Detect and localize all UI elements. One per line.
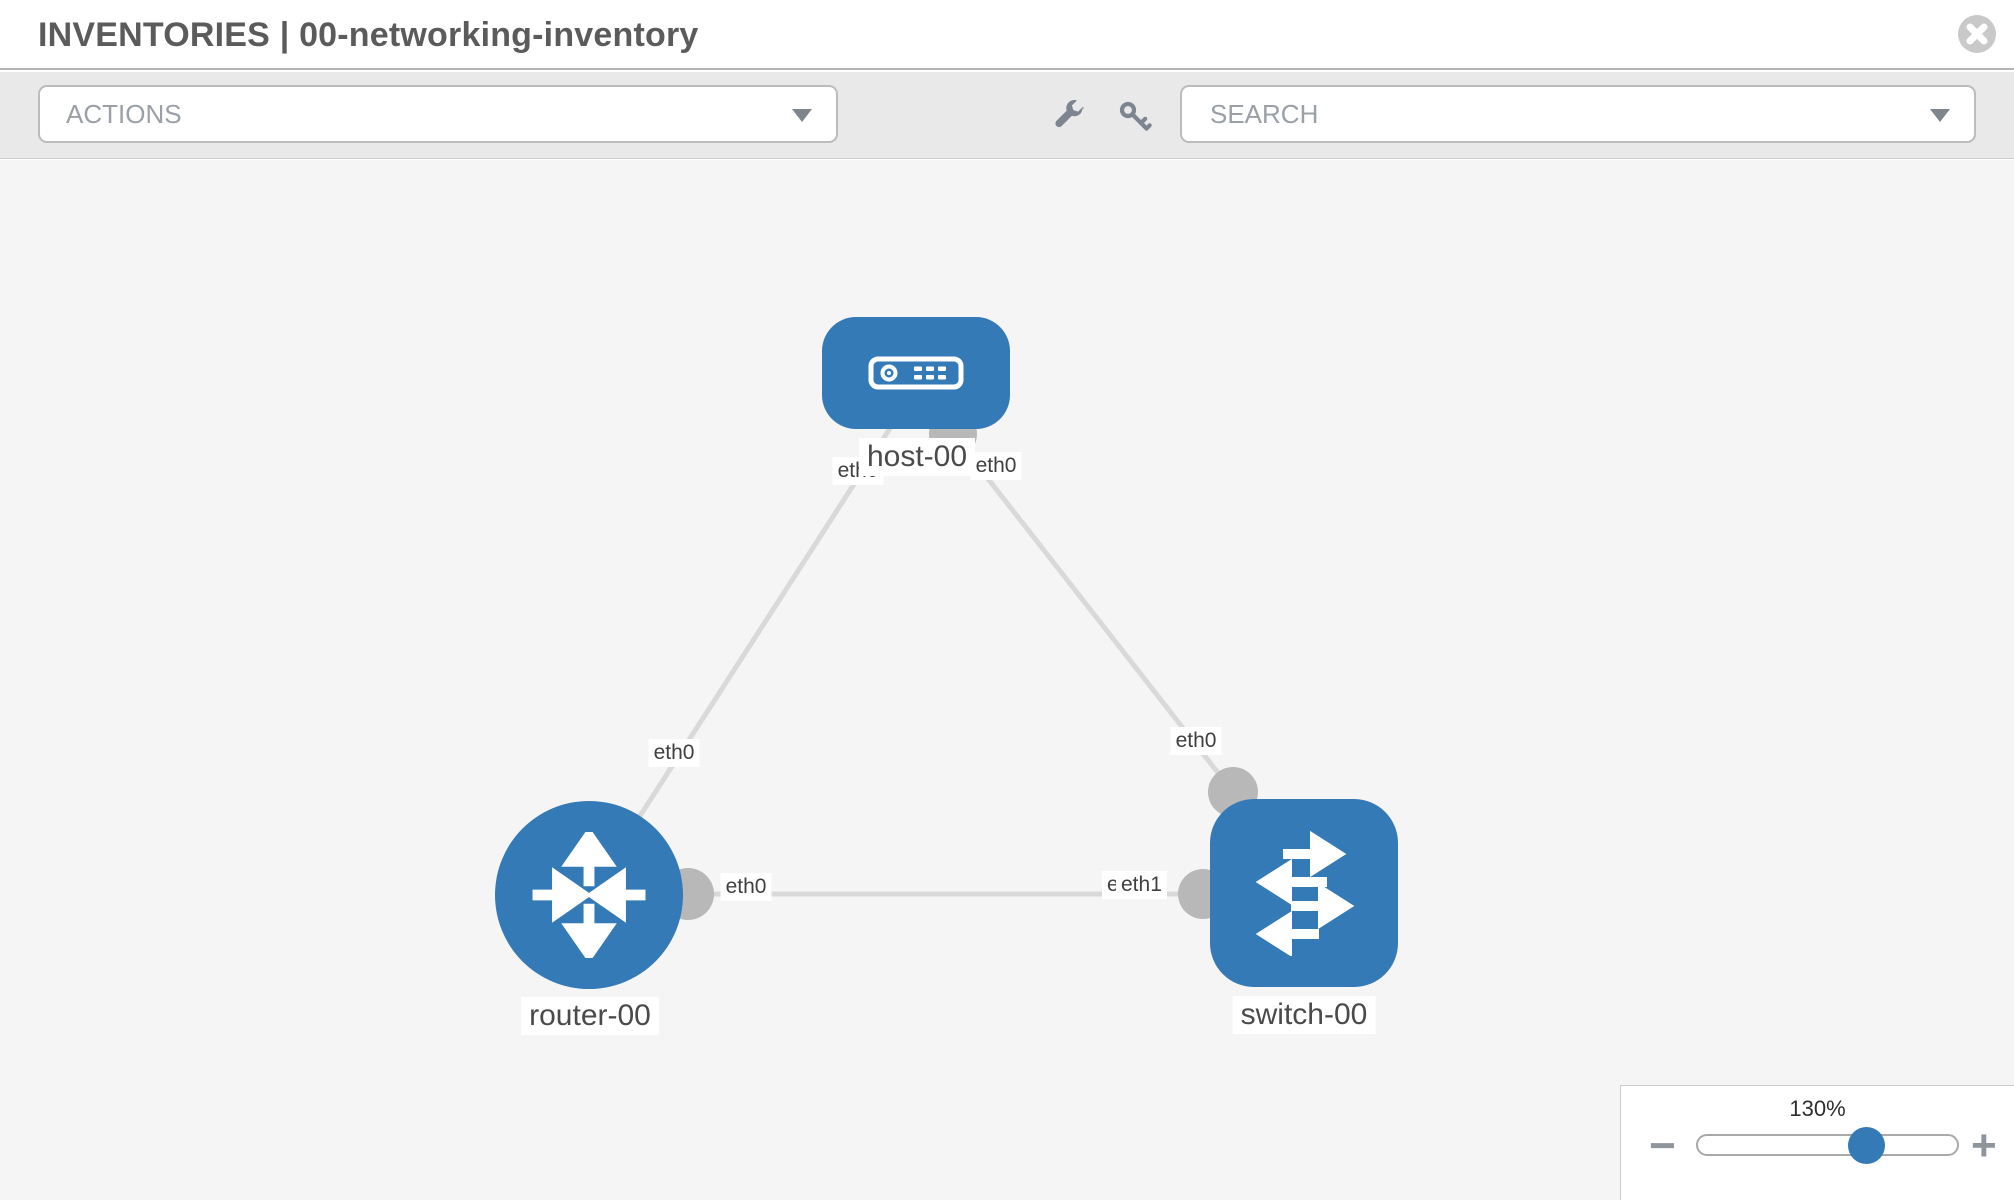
node-label-router: router-00	[521, 997, 659, 1035]
close-icon	[1958, 15, 1996, 53]
router-icon	[532, 832, 646, 958]
zoom-in-button[interactable]: +	[1971, 1121, 1997, 1170]
interface-label: eth1	[1116, 871, 1167, 899]
zoom-level: 130%	[1789, 1096, 1846, 1121]
node-switch-00[interactable]	[1210, 799, 1398, 987]
switch-icon	[1255, 830, 1355, 956]
topology-canvas[interactable]: eth0 eth0 eth0 eth0 eth0 eth0 eth1 host-…	[0, 160, 2014, 1200]
interface-label: eth0	[720, 873, 772, 901]
window-header: INVENTORIES | 00-networking-inventory	[0, 0, 2014, 70]
zoom-slider-handle[interactable]	[1848, 1127, 1885, 1164]
zoom-panel: 130% − +	[1620, 1085, 2014, 1200]
links-layer	[586, 403, 1304, 920]
interface-label: eth0	[1170, 727, 1222, 755]
search-dropdown[interactable]: SEARCH	[1180, 85, 1976, 143]
node-label-switch: switch-00	[1232, 996, 1376, 1034]
chevron-down-icon	[1930, 109, 1950, 122]
interface-label: eth0	[648, 739, 700, 767]
node-host-00[interactable]	[822, 317, 1010, 429]
interface-label: eth0	[970, 452, 1022, 480]
node-label-host: host-00	[858, 438, 976, 476]
actions-dropdown[interactable]: ACTIONS	[38, 85, 838, 143]
close-button[interactable]	[1957, 14, 1997, 54]
actions-dropdown-label: ACTIONS	[66, 98, 182, 129]
wrench-icon[interactable]	[1051, 99, 1085, 133]
chevron-down-icon	[792, 109, 812, 122]
node-router-00[interactable]	[495, 801, 683, 989]
host-icon	[868, 356, 964, 390]
link-host-router	[586, 403, 908, 897]
search-dropdown-label: SEARCH	[1210, 98, 1319, 129]
toolbar: ACTIONS SEARCH	[0, 72, 2014, 159]
key-icon[interactable]	[1118, 100, 1152, 134]
page-title: INVENTORIES | 00-networking-inventory	[38, 16, 699, 54]
zoom-out-button[interactable]: −	[1649, 1119, 1676, 1171]
zoom-slider[interactable]	[1696, 1127, 1959, 1164]
